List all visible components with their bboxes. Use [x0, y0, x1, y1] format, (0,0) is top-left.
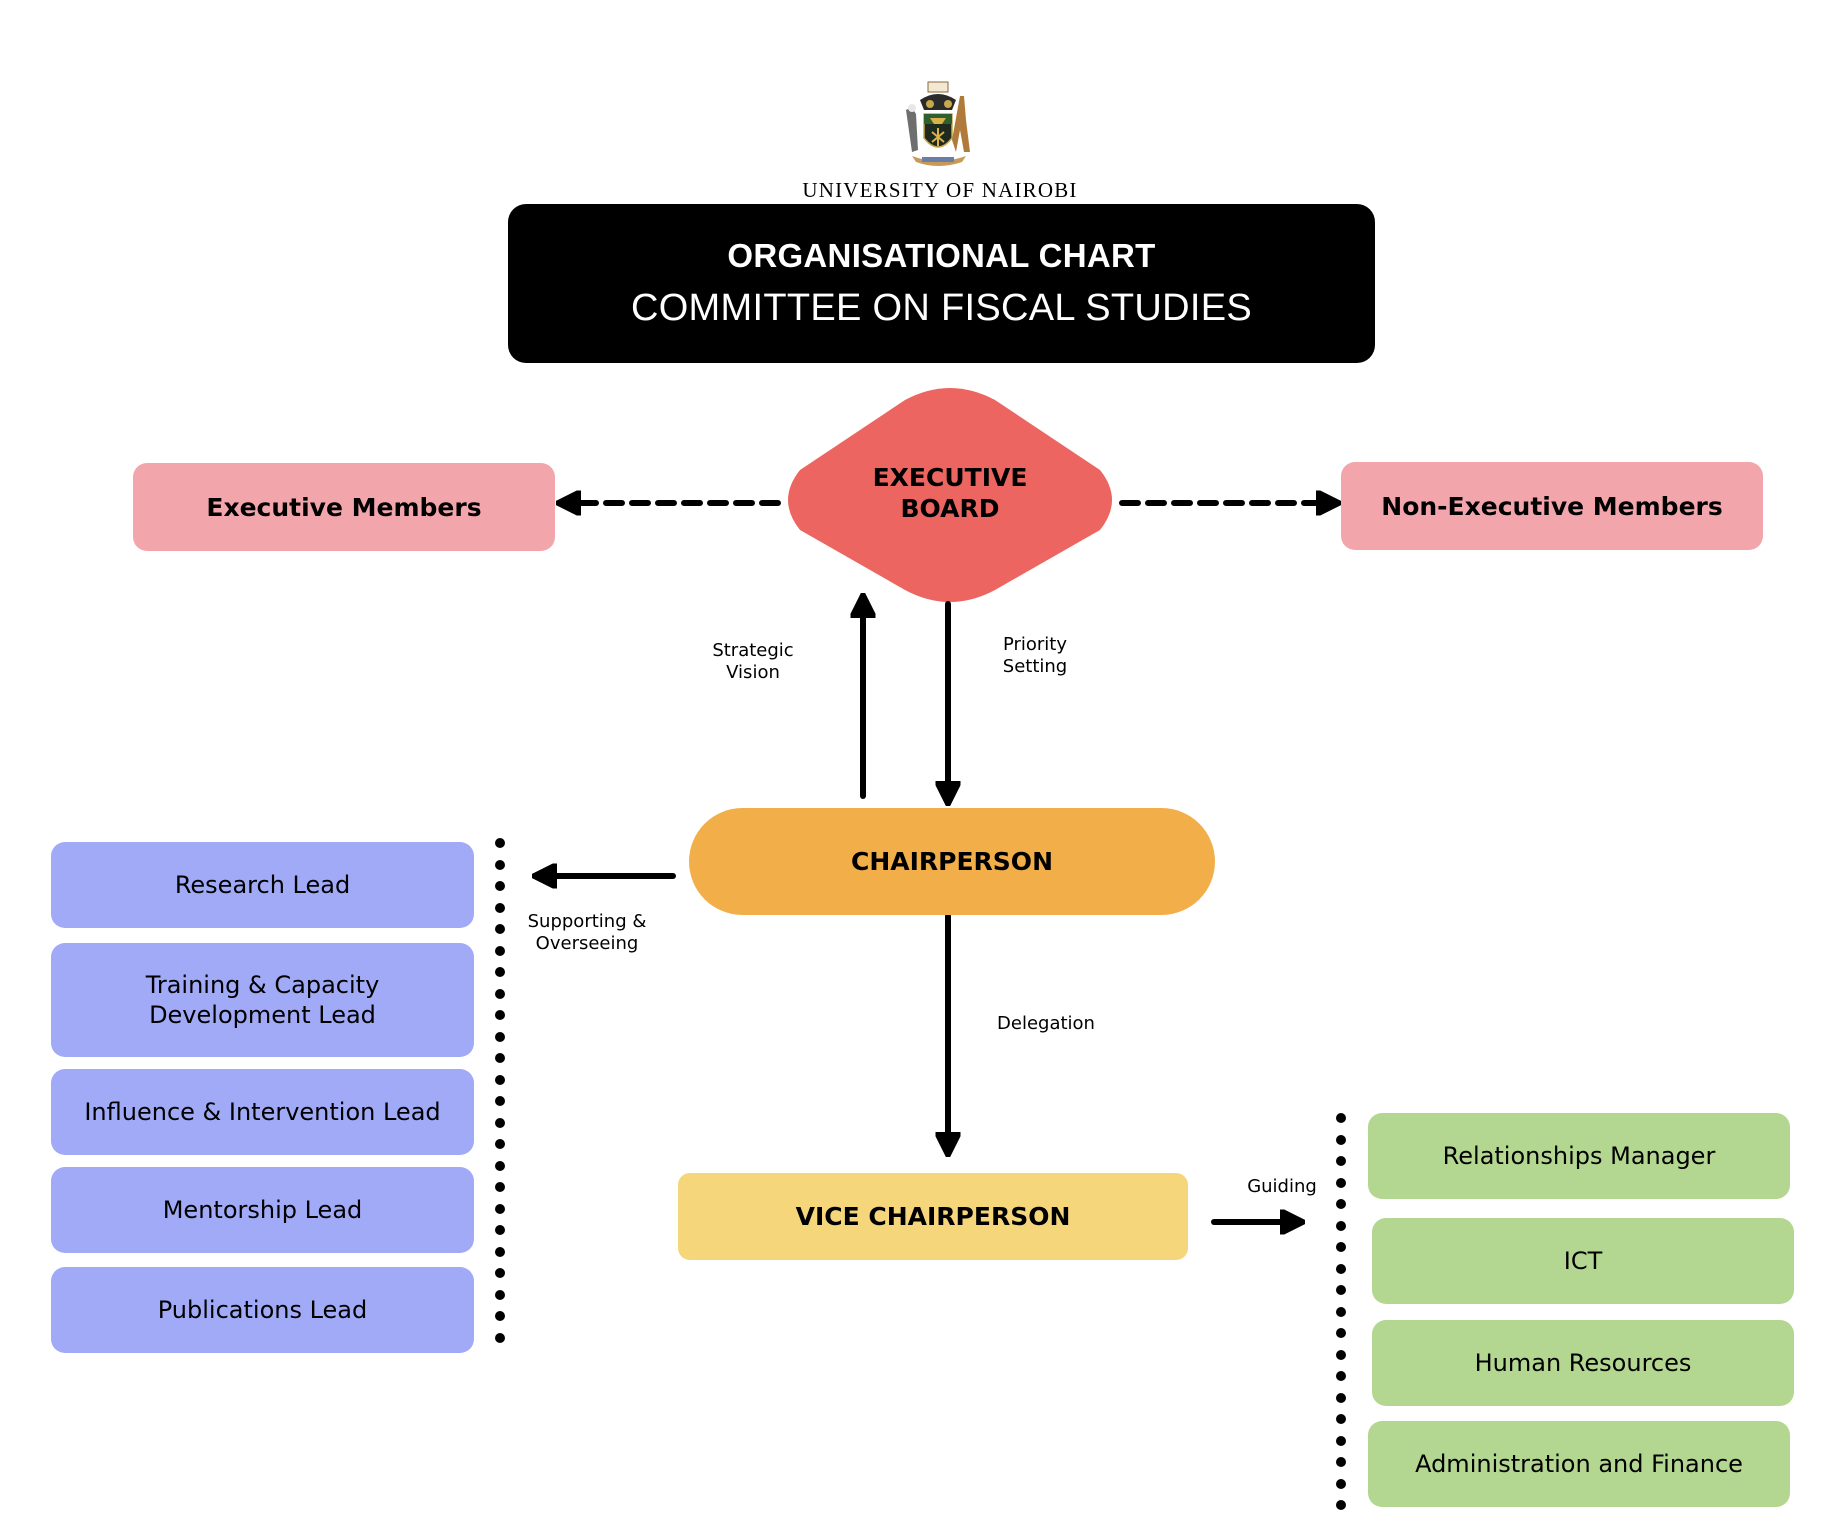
lead-label: Influence & Intervention Lead [84, 1098, 441, 1126]
chart-title-banner: ORGANISATIONAL CHART COMMITTEE ON FISCAL… [508, 204, 1375, 363]
bracket-dot [1336, 1113, 1346, 1123]
priority-setting-line2: Setting [1002, 656, 1068, 677]
coat-of-arms-icon [890, 80, 986, 176]
bracket-dot [1336, 1478, 1346, 1489]
bracket-dot [1336, 1392, 1346, 1403]
bracket-dot [495, 988, 505, 999]
lead-label: Mentorship Lead [162, 1196, 363, 1224]
guiding-label: Guiding [1247, 1176, 1317, 1197]
bracket-dot [1336, 1177, 1346, 1188]
lead-label: Publications Lead [157, 1296, 368, 1324]
bracket-dot [495, 881, 505, 891]
non-executive-members-label: Non-Executive Members [1381, 491, 1723, 521]
bracket-dot [495, 1031, 505, 1042]
bracket-dot [495, 1139, 505, 1149]
bracket-dot [1336, 1306, 1346, 1317]
delegation-label: Delegation [997, 1013, 1095, 1034]
lead-mentorship[interactable]: Mentorship Lead [51, 1167, 474, 1253]
unit-administration-finance[interactable]: Administration and Finance [1368, 1421, 1790, 1507]
supporting-overseeing-line2: Overseeing [535, 933, 639, 954]
bracket-dot [495, 859, 505, 870]
bracket-dot [495, 1096, 505, 1106]
unit-label: Administration and Finance [1415, 1450, 1743, 1478]
bracket-dot [1336, 1199, 1346, 1209]
lead-research[interactable]: Research Lead [51, 842, 474, 928]
executive-board-diamond[interactable] [788, 388, 1112, 602]
bracket-dot [495, 1246, 505, 1257]
strategic-vision-line2: Vision [726, 662, 780, 683]
bracket-dot [495, 1332, 505, 1343]
chart-subtitle: COMMITTEE ON FISCAL STUDIES [630, 287, 1253, 329]
priority-setting-line1: Priority [1002, 634, 1068, 655]
vice-chairperson-label: VICE CHAIRPERSON [795, 1202, 1071, 1231]
chairperson-node[interactable]: CHAIRPERSON [689, 808, 1215, 915]
bracket-dot [1336, 1263, 1346, 1274]
bracket-dot [495, 1117, 505, 1128]
bracket-dot [495, 1010, 505, 1020]
supporting-overseeing-line1: Supporting & [527, 911, 647, 932]
lead-publications[interactable]: Publications Lead [51, 1267, 474, 1353]
unit-label: Human Resources [1474, 1349, 1692, 1377]
executive-members-label: Executive Members [206, 492, 482, 522]
bracket-dot [495, 1311, 505, 1321]
bracket-dot [495, 1053, 505, 1063]
bracket-dot [1336, 1285, 1346, 1295]
unit-relationships-manager[interactable]: Relationships Manager [1368, 1113, 1790, 1199]
bracket-dot [1336, 1435, 1346, 1446]
bracket-dot [1336, 1414, 1346, 1424]
bracket-dot [1336, 1134, 1346, 1145]
bracket-dot [495, 967, 505, 977]
strategic-vision-line1: Strategic [712, 640, 794, 661]
unit-ict[interactable]: ICT [1372, 1218, 1794, 1304]
bracket-dot [1336, 1457, 1346, 1467]
lead-label: Research Lead [174, 871, 351, 899]
bracket-dot [495, 924, 505, 934]
unit-label: ICT [1563, 1247, 1603, 1275]
bracket-dot [495, 1203, 505, 1214]
executive-board-label: EXECUTIVE BOARD [858, 462, 1042, 524]
bracket-dot [1336, 1328, 1346, 1338]
bracket-dot [495, 1289, 505, 1300]
executive-members-node[interactable]: Executive Members [133, 463, 555, 551]
bracket-dot [495, 1182, 505, 1192]
lead-influence-intervention[interactable]: Influence & Intervention Lead [51, 1069, 474, 1155]
priority-setting-label: Priority Setting [975, 634, 1095, 678]
executive-board-label-line2: BOARD [900, 494, 1000, 523]
unit-human-resources[interactable]: Human Resources [1372, 1320, 1794, 1406]
bracket-dot [495, 838, 505, 848]
bracket-dot [495, 1160, 505, 1171]
bracket-dot [495, 945, 505, 956]
lead-label-line1: Training & Capacity [145, 971, 380, 999]
bracket-dot [495, 1225, 505, 1235]
unit-label: Relationships Manager [1442, 1142, 1716, 1170]
chart-title: ORGANISATIONAL CHART [727, 237, 1156, 274]
bracket-dot [495, 1268, 505, 1278]
bracket-dot [1336, 1156, 1346, 1166]
bracket-dot [1336, 1349, 1346, 1360]
strategic-vision-label: Strategic Vision [693, 640, 813, 684]
leads-dotted-bracket [495, 838, 505, 1348]
supporting-overseeing-label: Supporting & Overseeing [517, 911, 657, 955]
vice-chairperson-node[interactable]: VICE CHAIRPERSON [678, 1173, 1188, 1260]
institution-name: UNIVERSITY OF NAIROBI [802, 178, 1078, 202]
lead-label-line2: Development Lead [149, 1001, 376, 1029]
bracket-dot [495, 902, 505, 913]
bracket-dot [1336, 1220, 1346, 1231]
bracket-dot [1336, 1242, 1346, 1252]
chairperson-label: CHAIRPERSON [850, 847, 1053, 876]
units-dotted-bracket [1336, 1113, 1346, 1511]
bracket-dot [495, 1074, 505, 1085]
executive-board-label-line1: EXECUTIVE [872, 463, 1028, 492]
bracket-dot [1336, 1371, 1346, 1381]
non-executive-members-node[interactable]: Non-Executive Members [1341, 462, 1763, 550]
lead-training-capacity[interactable]: Training & Capacity Development Lead [51, 943, 474, 1057]
bracket-dot [1336, 1500, 1346, 1510]
